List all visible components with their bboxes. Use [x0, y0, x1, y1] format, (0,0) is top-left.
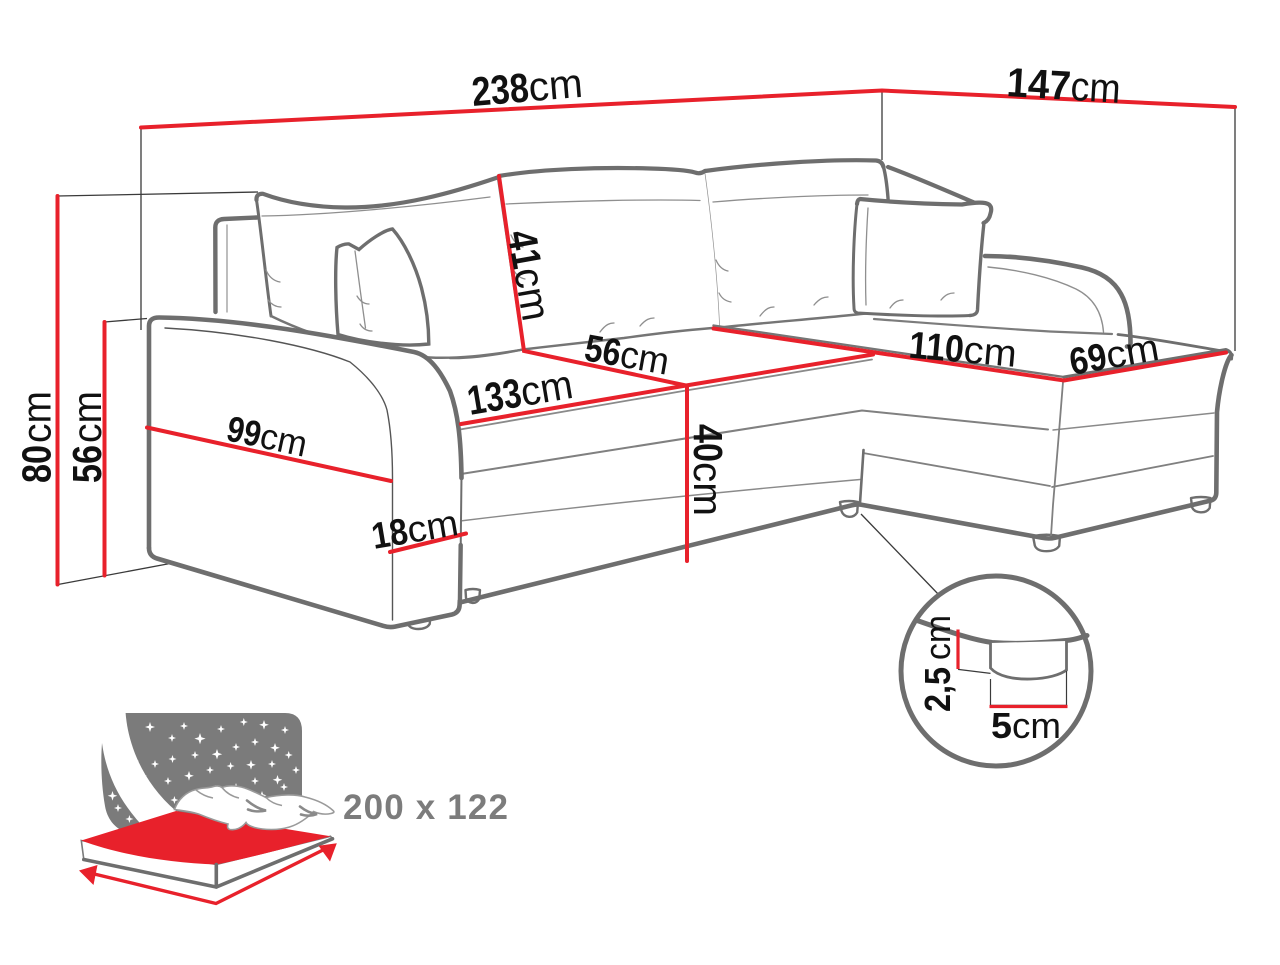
- svg-text:56cm: 56cm: [581, 328, 672, 384]
- svg-text:110cm: 110cm: [907, 325, 1018, 376]
- svg-text:2,5cm: 2,5cm: [917, 615, 958, 712]
- svg-text:147cm: 147cm: [1005, 59, 1122, 112]
- svg-text:41cm: 41cm: [499, 227, 560, 325]
- svg-text:99cm: 99cm: [223, 408, 311, 465]
- svg-text:40cm: 40cm: [685, 424, 731, 516]
- svg-text:80cm: 80cm: [14, 391, 60, 483]
- svg-text:56cm: 56cm: [64, 391, 110, 483]
- svg-text:18cm: 18cm: [369, 502, 462, 557]
- svg-text:133cm: 133cm: [464, 361, 576, 424]
- svg-text:5cm: 5cm: [991, 705, 1061, 746]
- svg-text:238cm: 238cm: [470, 60, 584, 115]
- svg-text:69cm: 69cm: [1066, 327, 1162, 384]
- svg-text:200 x 122: 200 x 122: [343, 788, 508, 827]
